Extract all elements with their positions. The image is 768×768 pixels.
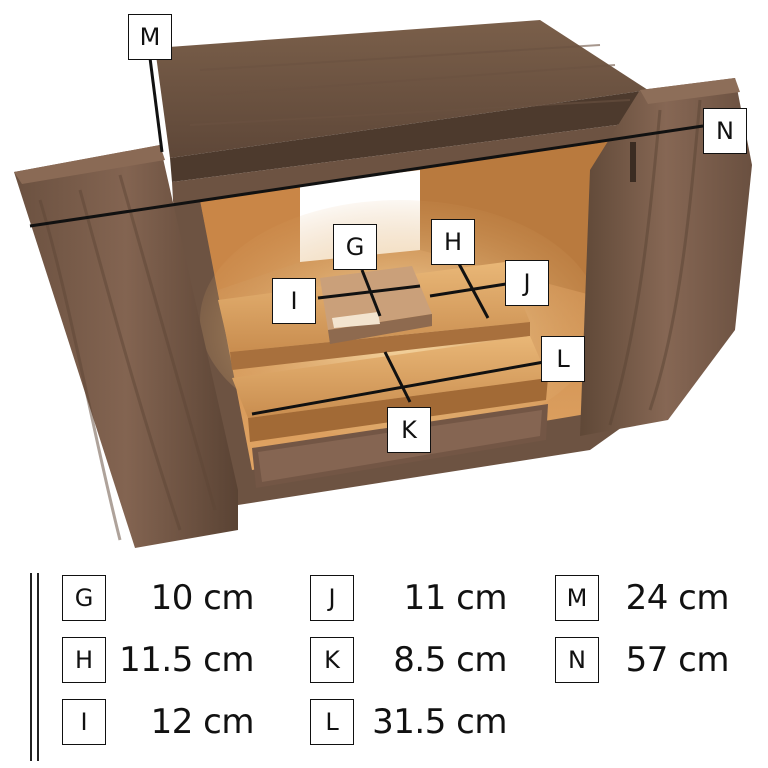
legend-key: L	[310, 699, 354, 745]
legend-entry-i: I 12 cm	[62, 699, 262, 745]
legend-key: G	[62, 575, 106, 621]
callout-l: L	[541, 336, 585, 382]
altar-cabinet-illustration	[14, 20, 752, 548]
callout-n: N	[703, 108, 747, 154]
dimension-line-m	[148, 57, 164, 153]
left-door	[14, 145, 238, 548]
legend-entry-l: L 31.5 cm	[310, 699, 515, 745]
legend-value: 11 cm	[403, 578, 508, 618]
legend-value: 10 cm	[150, 578, 255, 618]
legend-value: 57 cm	[625, 640, 730, 680]
legend-key: I	[62, 699, 106, 745]
pedestal	[320, 266, 432, 344]
dimension-legend: G 10 cm H 11.5 cm I 12 cm J 11 cm K 8.5 …	[0, 565, 768, 768]
right-door	[580, 78, 752, 436]
legend-key: J	[310, 575, 354, 621]
dimension-lines	[29, 57, 704, 416]
legend-entry-h: H 11.5 cm	[62, 637, 262, 683]
legend-value: 24 cm	[625, 578, 730, 618]
legend-value: 11.5 cm	[119, 640, 254, 680]
legend-entry-g: G 10 cm	[62, 575, 262, 621]
cabinet-top	[155, 20, 648, 182]
dimension-line-n	[29, 124, 704, 228]
legend-key: N	[555, 637, 599, 683]
dimension-line-k	[383, 351, 412, 403]
legend-key: M	[555, 575, 599, 621]
legend-entry-k: K 8.5 cm	[310, 637, 515, 683]
legend-value: 12 cm	[150, 702, 255, 742]
callout-g: G	[333, 224, 377, 270]
callout-m: M	[128, 14, 172, 60]
dimension-line-l	[251, 360, 545, 416]
legend-entry-j: J 11 cm	[310, 575, 515, 621]
legend-key: H	[62, 637, 106, 683]
dimension-line-j	[429, 282, 507, 298]
legend-entry-m: M 24 cm	[555, 575, 735, 621]
callout-j: J	[505, 260, 549, 306]
legend-key: K	[310, 637, 354, 683]
legend-value: 8.5 cm	[393, 640, 507, 680]
callout-k: K	[387, 407, 431, 453]
callout-i: I	[272, 278, 316, 324]
callout-h: H	[431, 219, 475, 265]
legend-divider	[37, 573, 39, 761]
legend-value: 31.5 cm	[372, 702, 507, 742]
dimension-line-i	[317, 284, 421, 300]
legend-divider	[30, 573, 32, 761]
legend-entry-n: N 57 cm	[555, 637, 735, 683]
